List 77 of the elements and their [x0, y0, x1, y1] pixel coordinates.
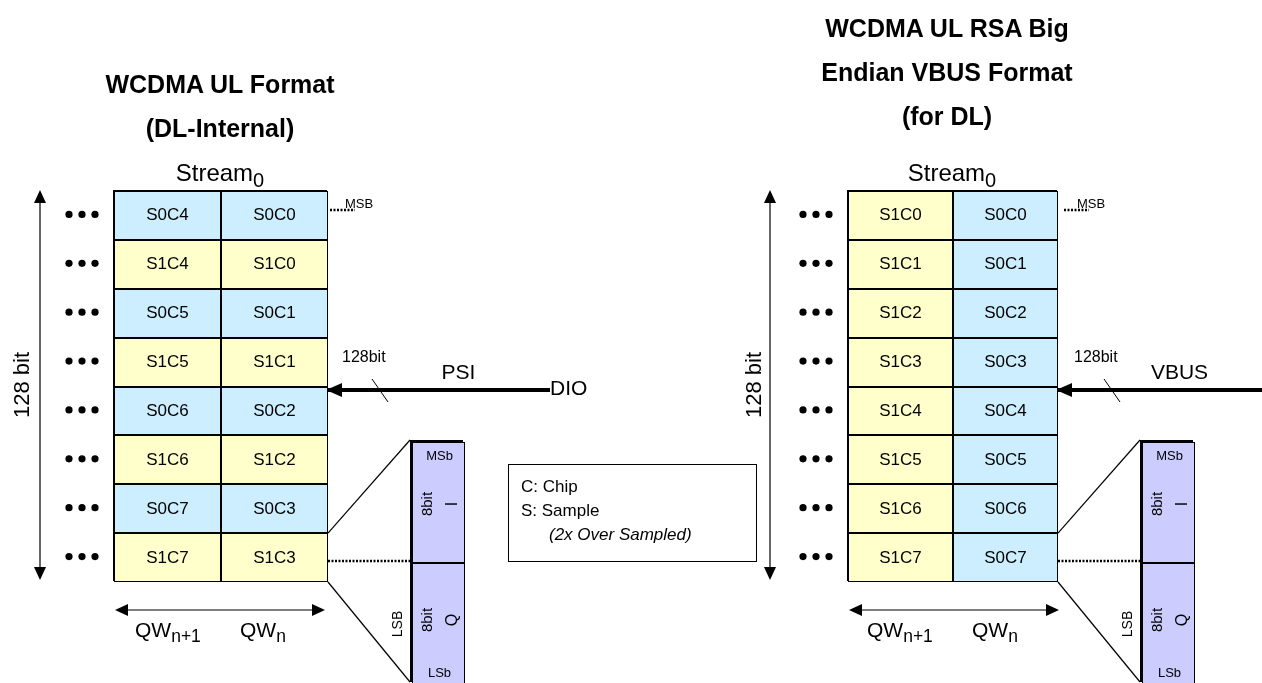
bit-field-label: MSb	[426, 447, 453, 463]
bit-field	[1142, 442, 1195, 563]
bit-field-label: Q	[1173, 613, 1191, 627]
data-cell: S1C0	[221, 239, 328, 289]
connector-line	[328, 559, 410, 563]
word-label: QW$_{n+1}$	[135, 618, 201, 648]
panel-title: WCDMA UL RSA Big Endian VBUS Format (for DL)	[820, 13, 1074, 132]
data-cell: S1C7	[114, 533, 221, 582]
data-cell: S0C4	[114, 191, 221, 240]
data-cell: S1C2	[848, 288, 953, 338]
bus-width-label: 128bit	[1074, 348, 1118, 366]
data-cell: S1C5	[848, 435, 953, 485]
bit-order-label: MSB	[345, 196, 374, 211]
bit-field-label: 8bit	[417, 491, 435, 517]
bit-field-label: MSb	[1156, 447, 1183, 463]
legend-box	[508, 464, 757, 562]
data-cell: S1C4	[848, 386, 953, 436]
word-label: QW$_{n}$	[972, 618, 1018, 648]
arrow	[1056, 383, 1262, 397]
data-cell: S0C3	[221, 484, 328, 534]
bit-field-label: LSb	[1157, 664, 1182, 680]
data-cell: S1C7	[848, 533, 953, 582]
data-cell: S0C6	[953, 484, 1058, 534]
data-cell: S0C5	[114, 288, 221, 338]
bit-field-label: I	[443, 501, 461, 507]
data-cell: S0C2	[221, 386, 328, 436]
legend-text: (2x Over Sampled)	[549, 524, 692, 546]
data-cell: S0C3	[953, 337, 1058, 387]
legend-text: S: Sample	[521, 500, 600, 522]
bus-width-label: 128bit	[342, 348, 386, 366]
bit-field	[412, 442, 465, 563]
word-label: QW$_{n+1}$	[867, 618, 933, 648]
stream-label: Stream$_{0}$	[175, 159, 265, 192]
data-cell: S0C2	[953, 288, 1058, 338]
data-cell: S0C1	[953, 239, 1058, 289]
legend-text: C: Chip	[521, 476, 578, 498]
data-cell: S1C3	[221, 533, 328, 582]
connector-line	[327, 581, 411, 683]
panel-title: WCDMA UL Format (DL-Internal)	[104, 69, 336, 144]
register-grid	[847, 190, 1057, 581]
data-cell: S0C4	[953, 386, 1058, 436]
data-cell: S1C6	[848, 484, 953, 534]
bit-field-label: 8bit	[417, 607, 435, 633]
bit-field-label: 8bit	[1147, 607, 1165, 633]
data-cell: S1C1	[221, 337, 328, 387]
data-cell: S0C0	[221, 191, 328, 240]
data-cell: S0C1	[221, 288, 328, 338]
data-cell: S1C5	[114, 337, 221, 387]
word-label: QW$_{n}$	[240, 618, 286, 648]
data-cell: S0C7	[114, 484, 221, 534]
data-cell: S0C6	[114, 386, 221, 436]
data-cell: S0C0	[953, 191, 1058, 240]
bit-field-label: LSb	[427, 664, 452, 680]
stream-label: Stream$_{0}$	[907, 159, 997, 192]
register-grid	[113, 190, 327, 581]
bit-order-label: MSB	[1077, 196, 1106, 211]
data-cell: S1C1	[848, 239, 953, 289]
data-cell: S0C7	[953, 533, 1058, 582]
connector-line	[1057, 581, 1141, 683]
dimension-label: 128 bit	[9, 351, 35, 419]
arrow	[326, 383, 550, 397]
data-cell: S1C6	[114, 435, 221, 485]
data-cell: S1C3	[848, 337, 953, 387]
connector-line	[327, 439, 411, 534]
connector-line	[1057, 439, 1141, 534]
bit-field-label: 8bit	[1147, 491, 1165, 517]
data-cell: S0C5	[953, 435, 1058, 485]
data-cell: S1C4	[114, 239, 221, 289]
dimension-label: 128 bit	[741, 351, 767, 419]
bit-field-label: I	[1173, 501, 1191, 507]
bit-field-label: Q	[443, 613, 461, 627]
data-cell: S1C2	[221, 435, 328, 485]
connector-line	[1058, 559, 1140, 563]
signal-label: DIO	[550, 376, 588, 400]
bit-order-label: LSB	[389, 610, 405, 638]
bit-order-label: LSB	[1119, 610, 1135, 638]
data-cell: S1C0	[848, 191, 953, 240]
